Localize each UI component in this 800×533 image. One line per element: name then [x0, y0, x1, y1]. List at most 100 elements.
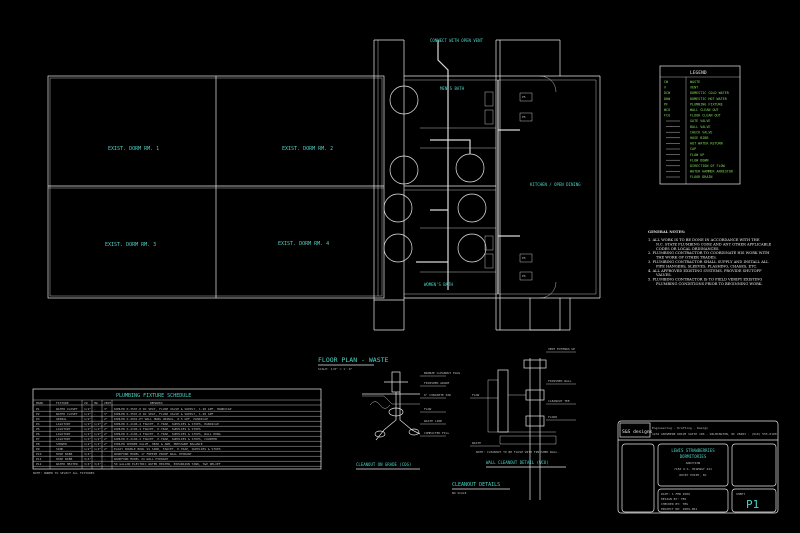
schedule-cell: -	[104, 457, 106, 461]
schedule-cell: P10	[36, 452, 42, 456]
schedule-cell: 3/4"	[84, 452, 91, 456]
schedule-cell: 3"	[104, 407, 108, 411]
cleanout-grade-callout: 6" CONCRETE PAD	[424, 393, 451, 397]
schedule-cell: P6	[36, 432, 40, 436]
legend-symbol: DCW	[664, 91, 671, 95]
legend-symbol: DHW	[664, 97, 671, 101]
schedule-cell: 1/2"	[84, 427, 91, 431]
schedule-cell: -	[94, 457, 96, 461]
schedule-cell: 50 GALLON ELECTRIC WATER HEATER, EXPANSI…	[114, 462, 221, 466]
general-note-item: 5. PLUMBING CONTRACTOR IS TO FIELD VERIF…	[648, 278, 763, 286]
cleanout-details-title: CLEANOUT DETAILS	[452, 482, 500, 488]
cleanout-details-scale: NO SCALE	[452, 491, 467, 495]
schedule-cell: -	[94, 417, 96, 421]
schedule-cell: WATER CLOSET	[56, 407, 78, 411]
legend-description: FLOW DOWN	[690, 158, 708, 162]
schedule-cell: 3"	[104, 412, 108, 416]
schedule-cell: 2"	[104, 432, 108, 436]
schedule-cell: SINK	[56, 447, 63, 451]
sheet-number: P1	[746, 498, 759, 511]
legend-description: WASTE	[690, 80, 700, 84]
mens-bath-label: MEN'S BATH	[440, 86, 465, 91]
date-line: DATE: 1 FEB 2009	[661, 492, 690, 496]
wall-cleanout-title: WALL CLEANOUT DETAIL (WCO)	[486, 460, 549, 465]
firm-name: S&S designs	[622, 429, 653, 435]
schedule-cell: 2"	[104, 422, 108, 426]
project-name-line: 7150 U.S. HIGHWAY 421	[674, 467, 712, 471]
firm-address: 1234 ANYWHERE DRIVE SUITE 100 · WILMINGT…	[652, 432, 777, 436]
general-note-item: 3. PLUMBING CONTRACTOR SHALL SUPPLY AND …	[648, 260, 769, 268]
schedule-cell: URINAL	[56, 417, 67, 421]
schedule-cell: -	[104, 452, 106, 456]
cleanout-grade-title: CLEANOUT ON GRADE (COG)	[356, 462, 411, 467]
wall-cleanout-callout: FINISHED WALL	[548, 379, 572, 383]
schedule-cell: 1/2"	[94, 442, 101, 446]
schedule-cell: 2"	[104, 427, 108, 431]
schedule-cell: 1/2"	[94, 422, 101, 426]
schedule-cell: 1/2"	[84, 422, 91, 426]
dorm-room-2-label: EXIST. DORM RM. 2	[282, 146, 333, 152]
legend-title: LEGEND	[690, 70, 707, 76]
schedule-cell: KOHLER K-2196-4 FAUCET, P-TRAP, SUPPLIES…	[114, 437, 217, 441]
schedule-header-cell: HW	[94, 401, 98, 405]
legend-symbol: PF	[664, 102, 668, 106]
legend-description: HOT WATER RETURN	[690, 142, 723, 146]
kitchen-label: KITCHEN / OPEN DINING	[530, 182, 581, 187]
legend-description: BALL VALVE	[690, 125, 710, 129]
schedule-cell: 3/4"	[84, 457, 91, 461]
schedule-cell: KOHLER K-4991-ET WALL HUNG URINAL, 0.5 G…	[114, 417, 208, 421]
wall-cleanout-callout: FLOW	[472, 393, 479, 397]
dorm-room-1-label: EXIST. DORM RM. 1	[108, 146, 159, 152]
legend-description: GATE VALVE	[690, 119, 710, 123]
schedule-cell: -	[94, 407, 96, 411]
cleanout-details-title-block: CLEANOUT DETAILS NO SCALE	[452, 482, 510, 495]
general-notes-title: GENERAL NOTES:	[648, 230, 685, 234]
schedule-cell: LAVATORY	[56, 432, 71, 436]
general-note-item: 4. ALL APPROVED EXISTING SYSTEMS. PROVID…	[648, 269, 762, 277]
firm-subtitle: Engineering · Drafting · Design	[652, 426, 708, 430]
svg-text:P5: P5	[522, 95, 526, 99]
general-note-item: 1. ALL WORK IS TO BE DONE IN ACCORDANCE …	[648, 238, 772, 251]
svg-text:P6: P6	[522, 256, 526, 260]
schedule-cell: 1/2"	[84, 407, 91, 411]
floor-plan-title-block: FLOOR PLAN - WASTE SCALE: 1/8" = 1'-0"	[318, 356, 389, 371]
schedule-cell: 1/2"	[84, 417, 91, 421]
schedule-title: PLUMBING FIXTURE SCHEDULE	[116, 393, 191, 399]
schedule-cell: LAVATORY	[56, 437, 71, 441]
legend-description: DOMESTIC COLD WATER	[690, 91, 730, 95]
legend-description: FLOW UP	[690, 153, 704, 157]
legend-symbol: CW	[664, 80, 669, 84]
legend-description: DIRECTION OF FLOW	[690, 164, 726, 168]
cleanout-grade-callout: COMPACTED FILL	[424, 431, 449, 435]
project-name-line: DORMITORIES	[680, 454, 707, 459]
schedule-cell: P8	[36, 442, 40, 446]
vent-note: CONNECT WITH OPEN VENT	[430, 38, 484, 43]
schedule-header-cell: VENT	[104, 401, 111, 405]
project-number-line: PROJECT NO: 2009-001	[661, 507, 697, 511]
schedule-cell: P11	[36, 457, 42, 461]
schedule-cell: WATER CLOSET	[56, 412, 78, 416]
legend-description: FLOOR DRAIN	[690, 175, 712, 179]
schedule-cell: 1/2"	[84, 447, 91, 451]
schedule-cell: LAVATORY	[56, 422, 71, 426]
schedule-cell: 1/2"	[84, 412, 91, 416]
schedule-cell: 2"	[104, 437, 108, 441]
schedule-note: NOTE: OWNER TO SELECT ALL FIXTURES	[33, 471, 95, 475]
schedule-cell: LAVATORY	[56, 427, 71, 431]
schedule-cell: KOHLER K-2196-4 FAUCET, P-TRAP, SUPPLIES…	[114, 422, 219, 426]
bathroom-block: CONNECT WITH OPEN VENT MEN'S BATH WOMEN'…	[373, 38, 601, 331]
schedule-cell: 1/2"	[84, 437, 91, 441]
schedule-cell: KOHLER K-2196-4 FAUCET, P-TRAP, SUPPLIES…	[114, 432, 221, 436]
schedule-cell: KOHLER K-3597-0 WC SEAT, FLUSH VALVE & S…	[114, 412, 214, 416]
cleanout-grade-callout: FINISHED GRADE	[424, 381, 449, 385]
existing-dorm-block: EXIST. DORM RM. 1 EXIST. DORM RM. 2 EXIS…	[47, 75, 385, 299]
legend-description: WATER HAMMER ARRESTOR	[690, 170, 734, 174]
schedule-header-cell: FIXTURE	[56, 401, 69, 405]
schedule-header-cell: REMARKS	[150, 401, 163, 405]
project-name-line: LEWIS STRAWBERRIES	[671, 448, 715, 453]
schedule-cell: HOSE BIBB	[56, 457, 72, 461]
legend-symbol: WCO	[664, 108, 670, 112]
schedule-cell: 1/2"	[84, 442, 91, 446]
